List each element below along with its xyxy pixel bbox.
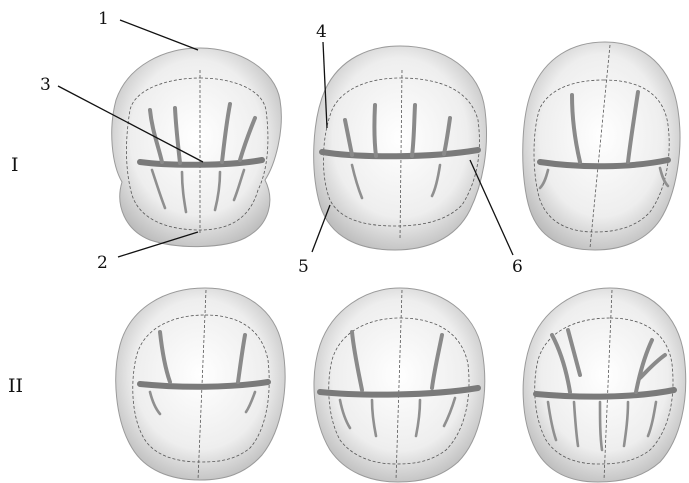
tooth-row2-col1: [116, 288, 285, 480]
tooth-row1-col1: [112, 48, 282, 247]
label-4: 4: [316, 22, 327, 42]
leader-5: [312, 205, 330, 252]
tooth-row1-col3: [523, 42, 680, 250]
leader-1: [120, 20, 198, 50]
label-1: 1: [98, 9, 109, 29]
row-label-I: I: [11, 154, 19, 176]
row-label-II: II: [8, 375, 23, 397]
label-3: 3: [40, 75, 51, 95]
tooth-row1-col2: [314, 46, 487, 250]
tooth-row2-col2: [314, 288, 485, 482]
label-2: 2: [97, 253, 108, 273]
label-6: 6: [512, 257, 523, 277]
leader-6: [470, 160, 513, 255]
tooth-row2-col3: [523, 288, 686, 482]
label-5: 5: [298, 257, 309, 277]
